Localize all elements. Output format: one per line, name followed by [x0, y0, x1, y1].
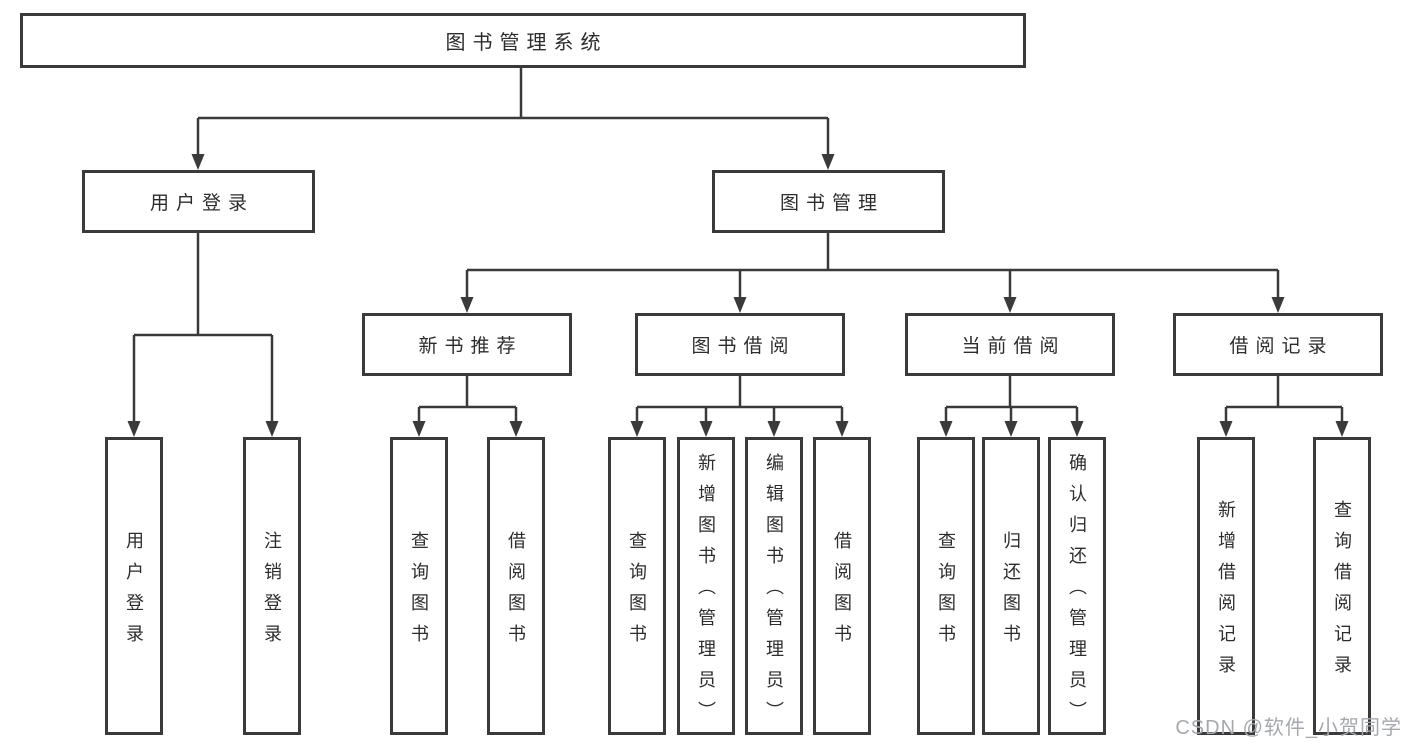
node-label: 图书借阅: [691, 336, 796, 357]
leaf-query-books-current: 查询图书: [917, 437, 975, 735]
node-label: 图书管理: [779, 193, 884, 214]
node-book-borrowing: 图书借阅: [635, 313, 845, 376]
leaf-label: 查询图书: [409, 530, 429, 655]
leaf-return-books: 归还图书: [982, 437, 1040, 735]
leaf-query-books-borrowing: 查询图书: [608, 437, 666, 735]
leaf-label: 新增图书（管理员）: [696, 453, 716, 732]
leaf-label: 新增借阅记录: [1216, 499, 1236, 686]
node-label: 借阅记录: [1229, 336, 1334, 357]
node-borrow-records: 借阅记录: [1173, 313, 1383, 376]
leaf-borrow-books-recommend: 借阅图书: [487, 437, 545, 735]
node-label: 用户登录: [149, 193, 254, 214]
leaf-add-books-admin: 新增图书（管理员）: [677, 437, 735, 735]
leaf-edit-books-admin: 编辑图书（管理员）: [745, 437, 803, 735]
leaf-label: 查询图书: [936, 530, 956, 655]
node-new-book-recommend: 新书推荐: [362, 313, 572, 376]
leaf-label: 确认归还（管理员）: [1067, 453, 1087, 732]
node-root-system: 图书管理系统: [20, 13, 1026, 68]
leaf-label: 借阅图书: [506, 530, 526, 655]
leaf-borrow-books-borrowing: 借阅图书: [813, 437, 871, 735]
leaf-label: 注销登录: [262, 530, 282, 655]
node-label: 当前借阅: [961, 336, 1066, 357]
watermark: CSDN @软件_小贺同学: [1175, 717, 1402, 739]
node-user-login: 用户登录: [82, 170, 315, 233]
leaf-label: 用户登录: [124, 530, 144, 655]
node-label: 图书管理系统: [445, 32, 608, 54]
leaf-label: 查询借阅记录: [1332, 499, 1352, 686]
leaf-query-borrow-record: 查询借阅记录: [1313, 437, 1371, 735]
node-current-borrowing: 当前借阅: [905, 313, 1115, 376]
node-label: 新书推荐: [418, 336, 523, 357]
leaf-add-borrow-record: 新增借阅记录: [1197, 437, 1255, 735]
leaf-label: 编辑图书（管理员）: [764, 453, 784, 732]
leaf-user-login: 用户登录: [105, 437, 163, 735]
leaf-query-books-recommend: 查询图书: [390, 437, 448, 735]
leaf-logout-login: 注销登录: [243, 437, 301, 735]
node-book-management: 图书管理: [712, 170, 945, 233]
leaf-label: 归还图书: [1001, 530, 1021, 655]
leaf-label: 查询图书: [627, 530, 647, 655]
leaf-label: 借阅图书: [832, 530, 852, 655]
leaf-confirm-return-admin: 确认归还（管理员）: [1048, 437, 1106, 735]
